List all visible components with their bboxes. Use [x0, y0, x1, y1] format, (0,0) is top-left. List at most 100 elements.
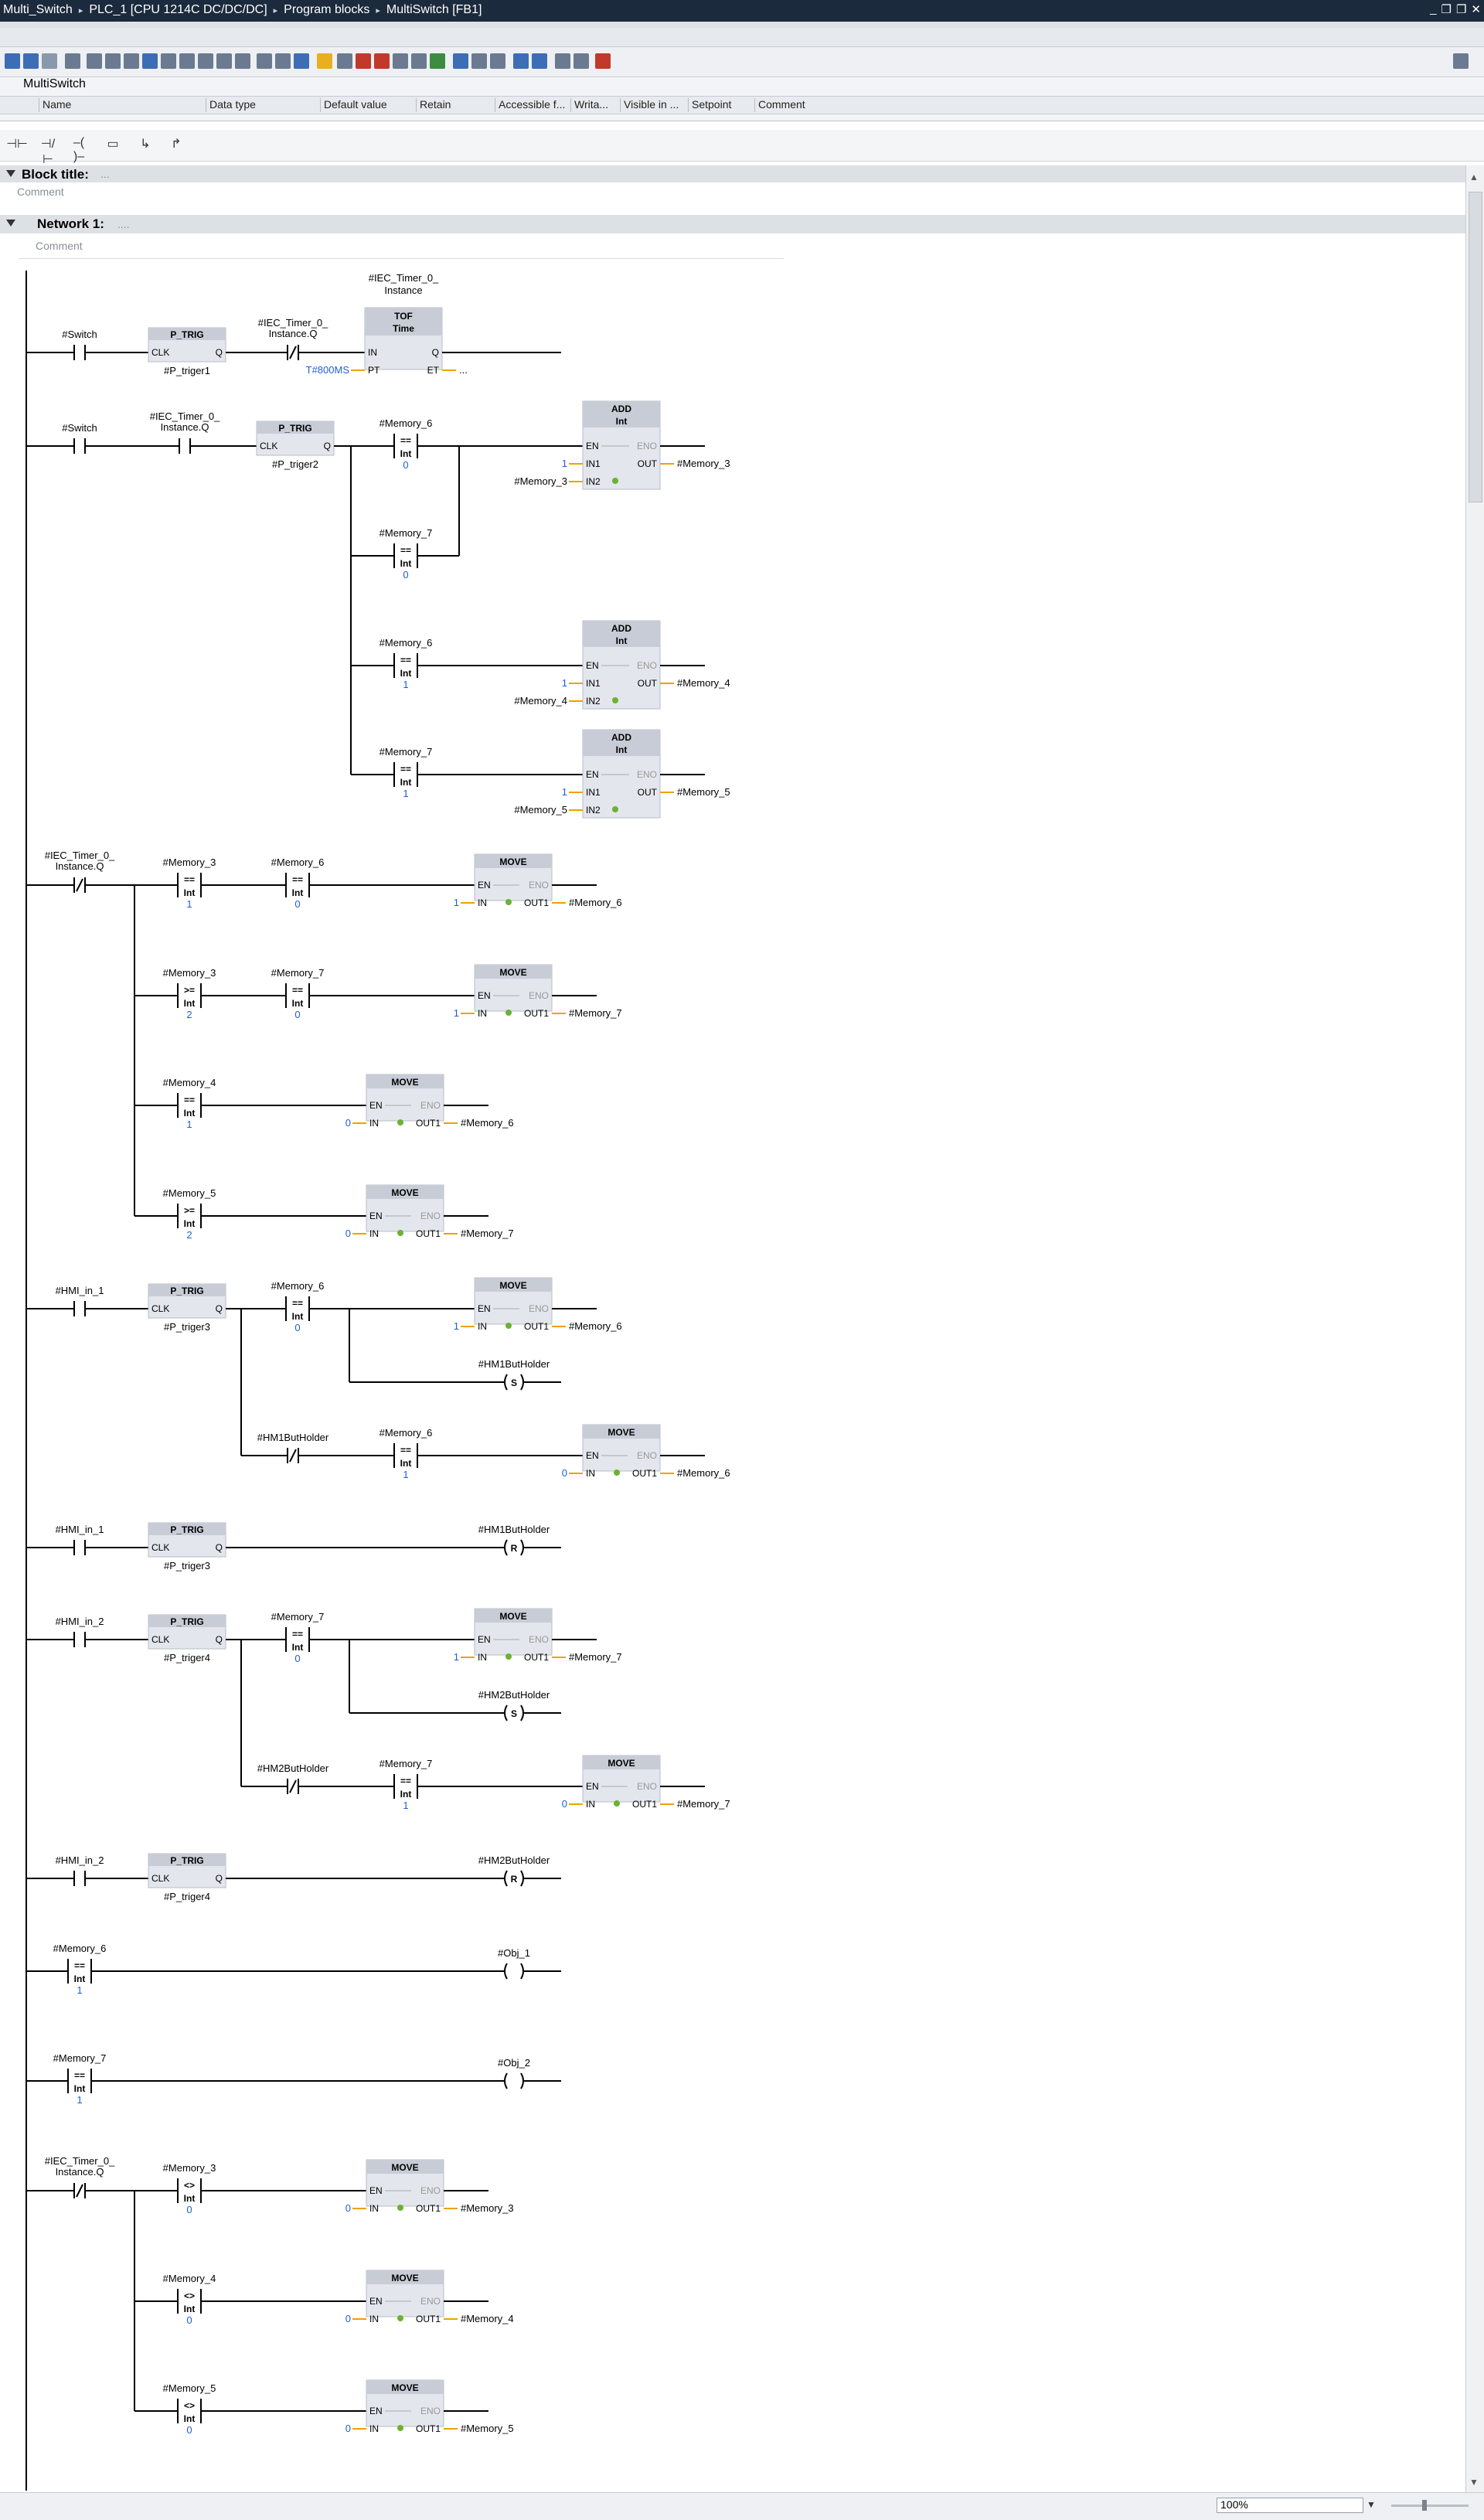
compare-tag[interactable]: #Memory_4 — [163, 2273, 216, 2284]
compare-tag[interactable]: #Memory_7 — [380, 746, 433, 758]
compare-tag[interactable]: #Memory_3 — [163, 2162, 216, 2174]
collapse-icon[interactable] — [6, 220, 15, 226]
breadcrumb-block[interactable]: MultiSwitch [FB1] — [386, 3, 482, 16]
coil-tag[interactable]: #HM2ButHolder — [478, 1854, 550, 1866]
instance-name[interactable]: #P_triger1 — [164, 365, 210, 376]
contact-tag[interactable]: #IEC_Timer_0_ — [150, 410, 220, 422]
compare-tag[interactable]: #Memory_6 — [380, 417, 433, 429]
move-output[interactable]: #Memory_6 — [569, 1320, 622, 1332]
block-title-bar[interactable]: Block title: ... — [0, 165, 1465, 182]
add-input[interactable]: #Memory_5 — [514, 804, 567, 816]
settings-icon[interactable] — [555, 53, 570, 69]
contact-tag[interactable]: #HM2ButHolder — [257, 1762, 329, 1774]
compare-tag[interactable]: #Memory_6 — [380, 1427, 433, 1439]
nc-contact[interactable] — [286, 1446, 300, 1465]
copy-icon[interactable] — [65, 53, 80, 69]
close-branch-icon[interactable]: ↱ — [171, 138, 182, 151]
column-visible[interactable]: Visible in ... — [620, 98, 679, 112]
zoom-dropdown-icon[interactable]: ▼ — [1367, 2499, 1376, 2510]
add-output[interactable]: #Memory_5 — [677, 786, 730, 798]
compare-tag[interactable]: #Memory_5 — [163, 1187, 216, 1199]
contact-tag[interactable]: Instance.Q — [161, 421, 209, 433]
contact-tag[interactable]: #IEC_Timer_0_ — [258, 317, 328, 329]
no-contact[interactable] — [178, 437, 192, 455]
compare-tag[interactable]: #Memory_6 — [380, 637, 433, 649]
compare-tag[interactable]: #Memory_3 — [163, 856, 216, 868]
open-branch-icon[interactable]: ↳ — [140, 138, 151, 151]
zoom-slider[interactable] — [1391, 2505, 1469, 2507]
compare-tag[interactable]: #Memory_3 — [163, 967, 216, 979]
comment-icon[interactable] — [294, 53, 309, 69]
compare-tag[interactable]: #Memory_6 — [271, 856, 325, 868]
filter-icon[interactable] — [411, 53, 427, 69]
monitor-off-icon[interactable] — [337, 53, 352, 69]
contact-tag[interactable]: #IEC_Timer_0_ — [45, 2155, 115, 2167]
network-title-bar[interactable]: Network 1: .... — [0, 215, 1465, 233]
list-icon[interactable] — [87, 53, 102, 69]
vertical-scrollbar[interactable]: ▲ ▼ — [1465, 165, 1484, 2492]
compare-tag[interactable]: #Memory_6 — [271, 1280, 325, 1292]
contact-tag[interactable]: #HMI_in_2 — [56, 1854, 104, 1866]
contact-tag[interactable]: Instance.Q — [269, 328, 318, 339]
collapse-icon[interactable] — [216, 53, 232, 69]
delete-row-icon[interactable] — [23, 53, 39, 69]
float-icon[interactable]: ❐ — [1455, 3, 1467, 16]
no-contact[interactable] — [73, 1869, 87, 1888]
move-output[interactable]: #Memory_7 — [569, 1651, 622, 1663]
block-comment[interactable]: Comment — [17, 186, 64, 198]
contact-tag[interactable]: #Switch — [62, 329, 97, 340]
no-contact-icon[interactable]: ⊣⊢ — [6, 138, 28, 151]
column-setpoint[interactable]: Setpoint — [688, 98, 731, 112]
coil-tag[interactable]: #HM1ButHolder — [478, 1358, 550, 1370]
expand-icon[interactable] — [198, 53, 213, 69]
no-contact[interactable] — [73, 343, 87, 362]
breadcrumb-program-blocks[interactable]: Program blocks — [284, 3, 370, 16]
jump-icon[interactable] — [393, 53, 408, 69]
contact-tag[interactable]: #HMI_in_2 — [56, 1616, 104, 1627]
compare-tag[interactable]: #Memory_7 — [53, 2052, 107, 2064]
collapse-icon[interactable] — [6, 170, 15, 177]
contact-tag[interactable]: #HMI_in_1 — [56, 1524, 104, 1535]
goto-icon[interactable] — [453, 53, 468, 69]
network-title-value[interactable]: .... — [117, 218, 130, 230]
monitor-icon[interactable] — [317, 53, 332, 69]
compare-tag[interactable]: #Memory_7 — [380, 1758, 433, 1769]
compare-icon[interactable] — [574, 53, 589, 69]
instance-name[interactable]: #P_triger3 — [164, 1560, 210, 1572]
coil-tag[interactable]: #Obj_1 — [498, 1947, 530, 1959]
instance-name[interactable]: #P_triger4 — [164, 1652, 210, 1664]
empty-box-icon[interactable]: ▭ — [107, 138, 119, 151]
column-retain[interactable]: Retain — [416, 98, 451, 112]
no-contact[interactable] — [73, 437, 87, 455]
instance-name[interactable]: #P_triger3 — [164, 1321, 210, 1333]
previous-icon[interactable] — [513, 53, 529, 69]
move-output[interactable]: #Memory_6 — [461, 1117, 514, 1129]
restore-icon[interactable]: ❐ — [1441, 3, 1452, 16]
breadcrumb-project[interactable]: Multi_Switch — [3, 3, 73, 16]
no-contact[interactable] — [73, 1299, 87, 1318]
add-output[interactable]: #Memory_3 — [677, 458, 730, 469]
next-icon[interactable] — [532, 53, 547, 69]
close-icon[interactable]: ✕ — [1471, 3, 1481, 16]
coil-icon[interactable]: –( )– — [73, 136, 85, 163]
compare-tag[interactable]: #Memory_4 — [163, 1077, 216, 1088]
tof-instance[interactable]: #IEC_Timer_0_ — [369, 272, 439, 284]
lock-icon[interactable] — [595, 53, 611, 69]
scroll-up-icon[interactable]: ▲ — [1469, 172, 1479, 182]
move-output[interactable]: #Memory_7 — [569, 1007, 622, 1019]
column-writable[interactable]: Writa... — [570, 98, 608, 112]
absolute-address-icon[interactable] — [257, 53, 272, 69]
coil-tag[interactable]: #Obj_2 — [498, 2057, 530, 2069]
table-icon[interactable] — [105, 53, 121, 69]
link-icon[interactable] — [374, 53, 390, 69]
zoom-slider-thumb[interactable] — [1422, 2500, 1427, 2511]
move-output[interactable]: #Memory_7 — [461, 1228, 514, 1239]
minimize-icon[interactable]: _ — [1430, 2, 1437, 15]
column-comment[interactable]: Comment — [754, 98, 805, 112]
edit-icon[interactable] — [42, 53, 57, 69]
contact-tag[interactable]: #HM1ButHolder — [257, 1432, 329, 1443]
column-accessible[interactable]: Accessible f... — [495, 98, 565, 112]
scroll-down-icon[interactable]: ▼ — [1469, 2477, 1479, 2488]
move-output[interactable]: #Memory_6 — [677, 1467, 730, 1479]
contact-tag[interactable]: Instance.Q — [56, 2166, 104, 2178]
